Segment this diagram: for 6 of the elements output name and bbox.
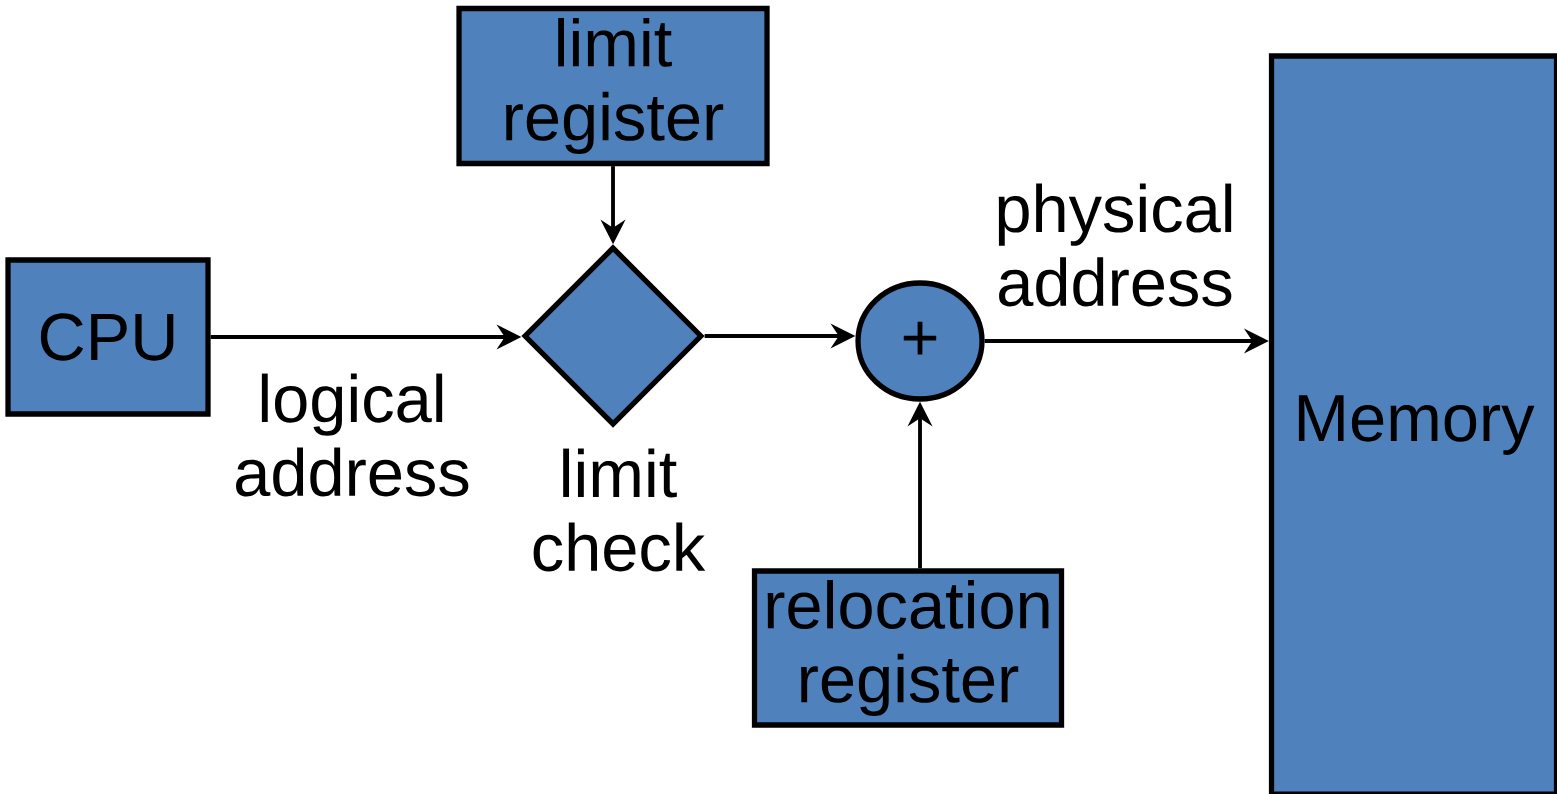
memory-box: Memory (1268, 53, 1557, 794)
processor-box: CPU (5, 257, 211, 417)
edge-label: logical address (218, 370, 486, 500)
node-caption: limit check (533, 448, 706, 572)
register-box: limit register (456, 5, 770, 167)
register-box: relocation register (751, 568, 1065, 728)
